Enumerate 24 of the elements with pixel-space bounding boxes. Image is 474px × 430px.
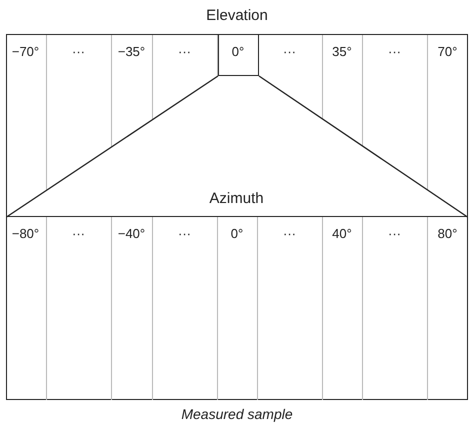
caption: Measured sample [181,406,293,422]
column-label: ··· [72,44,85,59]
column-label: ··· [178,226,191,241]
label-box [218,35,258,76]
column-label: 70° [438,44,458,59]
column-label: 40° [332,226,352,241]
grid-panel [6,216,468,400]
column-label: ··· [283,44,296,59]
panel-heading: Elevation [206,7,268,24]
column-label: −70° [12,44,40,59]
column-label: ··· [283,226,296,241]
column-label: 0° [232,44,244,59]
trapezoid-outline [6,76,468,217]
column-label: ··· [388,44,401,59]
column-label: 0° [230,226,244,241]
column-label: 35° [332,44,352,59]
column-label: ··· [72,226,85,241]
column-label: −35° [118,44,146,59]
column-label: ··· [178,44,191,59]
column-label: −40° [118,226,146,241]
column-label: −80° [12,226,40,241]
column-label: 80° [438,226,458,241]
column-label: ··· [388,226,401,241]
trapezoid-label: Azimuth [209,190,264,207]
